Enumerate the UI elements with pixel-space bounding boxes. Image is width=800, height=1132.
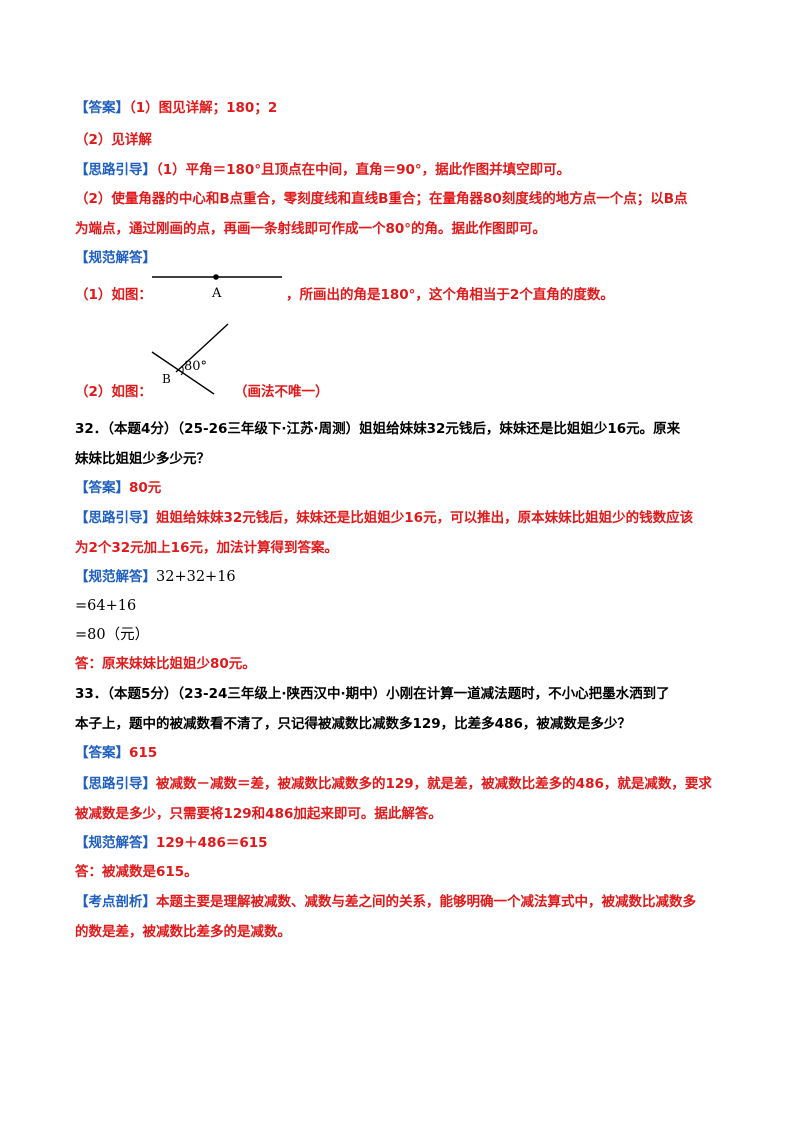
q31-solution-1-prefix: （1）如图： [75, 287, 152, 303]
q32-hint-line2: 为2个32元加上16元，加法计算得到答案。 [75, 540, 338, 556]
q31-solution-2-prefix: （2）如图： [75, 384, 152, 400]
answer-text: 615 [129, 745, 158, 761]
answer-tag: 【答案】 [75, 745, 129, 761]
q31-solution-1-suffix: ，所画出的角是180°，这个角相当于2个直角的度数。 [286, 287, 614, 303]
q32-hint-line1: 【思路引导】姐姐给妹妹32元钱后，妹妹还是比姐姐少16元，可以推出，原本妹妹比姐… [75, 508, 693, 528]
q31-hint-2-line1: （2）使量角器的中心和B点重合，零刻度线和直线B重合；在量角器80刻度线的地方点… [75, 191, 688, 207]
answer-text: 80元 [129, 480, 162, 496]
angle-arc [180, 365, 184, 376]
angle-80-label: 80° [184, 359, 207, 374]
q33-hint-line1: 【思路引导】被减数－减数＝差，被减数比减数多的129，就是差，被减数比差多的48… [75, 774, 712, 794]
hint-text: 姐姐给妹妹32元钱后，妹妹还是比姐姐少16元，可以推出，原本妹妹比姐姐少的钱数应… [156, 510, 694, 526]
straight-angle-figure: A [152, 274, 282, 301]
q33-reply: 答：被减数是615。 [75, 864, 198, 880]
analysis-tag: 【考点剖析】 [75, 894, 156, 910]
ray-1 [175, 323, 229, 373]
analysis-text: 本题主要是理解被减数、减数与差之间的关系，能够明确一个减法算式中，被减数比减数多 [156, 894, 696, 910]
q33-solution-line: 【规范解答】129＋486＝615 [75, 833, 268, 853]
q31-answer-line-2: （2）见详解 [75, 132, 152, 148]
q32-calc-step-2: =64+16 [75, 598, 137, 614]
q33-question-line1: 33．（本题5分）（23-24三年级上·陕西汉中·期中）小刚在计算一道减法题时，… [75, 686, 670, 702]
answer-tag: 【答案】 [75, 100, 129, 116]
hint-tag: 【思路引导】 [75, 776, 156, 792]
angle-80-figure: 80° B [151, 323, 229, 395]
q31-solution-tag: 【规范解答】 [75, 250, 156, 266]
q33-hint-line2: 被减数是多少，只需要将129和486加起来即可。据此解答。 [75, 806, 442, 822]
q32-reply: 答：原来妹妹比姐姐少80元。 [75, 656, 256, 672]
point-a-label: A [211, 286, 222, 301]
q31-hint-line: 【思路引导】（1）平角＝180°且顶点在中间，直角＝90°，据此作图并填空即可。 [75, 160, 570, 180]
q33-analysis-line2: 的数是差，被减数比差多的是减数。 [75, 924, 291, 940]
solution-tag: 【规范解答】 [75, 835, 156, 851]
hint-text: （1）平角＝180°且顶点在中间，直角＝90°，据此作图并填空即可。 [156, 162, 571, 178]
answer-tag: 【答案】 [75, 480, 129, 496]
hint-text: 被减数－减数＝差，被减数比减数多的129，就是差，被减数比差多的486，就是减数… [156, 776, 712, 792]
q33-answer-line: 【答案】615 [75, 743, 157, 763]
solution-tag: 【规范解答】 [75, 569, 156, 585]
point-b-label: B [162, 372, 171, 386]
q33-question-line2: 本子上，题中的被减数看不清了，只记得被减数比减数多129，比差多486，被减数是… [75, 716, 631, 732]
q31-hint-2-line2: 为端点，通过刚画的点，再画一条射线即可作成一个80°的角。据此作图即可。 [75, 221, 547, 237]
calc: 129＋486＝615 [156, 835, 268, 851]
q32-answer-line: 【答案】80元 [75, 478, 161, 498]
hint-tag: 【思路引导】 [75, 510, 156, 526]
answer-text: （1）图见详解；180；2 [129, 100, 278, 116]
q32-calc-step-3: =80（元） [75, 627, 150, 643]
q32-question-line1: 32．（本题4分）（25-26三年级下·江苏·周测）姐姐给妹妹32元钱后，妹妹还… [75, 421, 681, 437]
calc-step-1: 32+32+16 [156, 569, 236, 585]
hint-tag: 【思路引导】 [75, 162, 156, 178]
q31-solution-2-suffix: （画法不唯一） [234, 384, 329, 400]
vertex-point-a [213, 274, 219, 280]
q33-analysis-line1: 【考点剖析】本题主要是理解被减数、减数与差之间的关系，能够明确一个减法算式中，被… [75, 892, 696, 912]
q32-question-line2: 妹妹比姐姐少多少元？ [75, 451, 210, 467]
q32-solution-line: 【规范解答】32+32+16 [75, 567, 236, 587]
q31-answer-line: 【答案】（1）图见详解；180；2 [75, 98, 277, 118]
